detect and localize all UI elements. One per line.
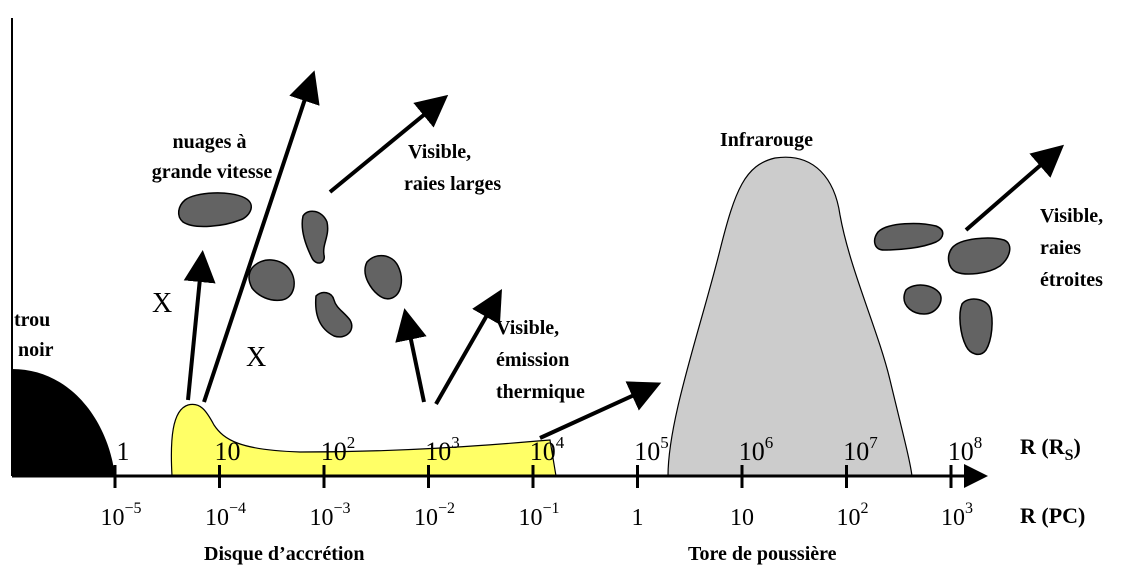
x-ray-label-1: X xyxy=(152,288,172,319)
axis-top-tick-label: 104 xyxy=(530,433,565,466)
cloud-shape xyxy=(947,237,1011,275)
axis-bottom-tick-label: 10−1 xyxy=(518,500,559,531)
black-hole-label: trou noir xyxy=(14,309,55,361)
axis-bottom-tick-label: 10−5 xyxy=(100,500,141,531)
cloud-shape xyxy=(314,291,353,338)
axis-bottom-tick-label: 10 xyxy=(730,505,754,531)
axis-top-tick-label: 10 xyxy=(215,437,241,466)
axis-bottom-tick-label: 1 xyxy=(632,505,644,531)
axis-bottom-tick-label: 102 xyxy=(837,500,869,531)
arrow-thermal-out xyxy=(539,381,662,440)
dust-torus-shape xyxy=(667,156,913,477)
cloud-shape xyxy=(959,298,993,356)
axis-ticks xyxy=(113,465,953,488)
narrow-lines-label: Visible, raies étroites xyxy=(1040,205,1108,291)
axis-bottom-tick-label: 10−3 xyxy=(309,500,350,531)
arrow-x-ray-up xyxy=(183,250,216,401)
axis-bottom-tick-label: 103 xyxy=(941,500,973,531)
fast-clouds-label: nuages à grande vitesse xyxy=(152,131,273,183)
accretion-disk-shape xyxy=(170,403,557,477)
cloud-shape xyxy=(873,222,944,251)
black-hole-shape xyxy=(12,369,115,476)
axis-bottom-tick-labels: 10−5 10−4 10−3 10−2 10−1 1 10 102 103 xyxy=(100,500,973,531)
x-ray-label-2: X xyxy=(246,342,266,373)
axis-top-tick-label: 103 xyxy=(425,433,460,466)
axis-bottom-unit-label: R (PC) xyxy=(1020,503,1085,528)
axis-bottom-tick-label: 10−2 xyxy=(414,500,455,531)
cloud-shape xyxy=(177,192,252,228)
arrow-inner xyxy=(395,308,427,403)
infrared-label: Infrarouge xyxy=(720,129,813,151)
cloud-shape xyxy=(248,259,295,302)
axis-top-tick-label: 106 xyxy=(739,433,774,466)
axis-top-tick-label: 108 xyxy=(948,433,983,466)
axis-top-tick-label: 1 xyxy=(117,437,130,466)
arrow-narrow-lines xyxy=(964,144,1065,232)
axis-top-tick-label: 107 xyxy=(843,433,878,466)
axis-bottom-tick-label: 10−4 xyxy=(205,500,246,531)
arrow-thermal xyxy=(434,289,502,405)
accretion-disk-label: Disque d’accrétion xyxy=(204,543,365,565)
cloud-shape xyxy=(301,210,329,264)
dust-torus-label: Tore de poussière xyxy=(688,543,837,565)
thermal-emission-label: Visible, émission thermique xyxy=(496,317,585,403)
arrow-broad-lines xyxy=(328,94,449,194)
arrow-fast-clouds xyxy=(202,70,320,403)
broad-lines-label: Visible, raies larges xyxy=(404,141,501,195)
axis-top-tick-label: 102 xyxy=(321,433,356,466)
cloud-shape xyxy=(364,254,403,300)
axis-top-tick-labels: 1 10 102 103 104 105 106 107 108 xyxy=(117,433,983,466)
cloud-shape xyxy=(903,284,942,315)
axis-top-unit-label: R (RS) xyxy=(1020,434,1081,464)
axis-top-tick-label: 105 xyxy=(634,433,669,466)
